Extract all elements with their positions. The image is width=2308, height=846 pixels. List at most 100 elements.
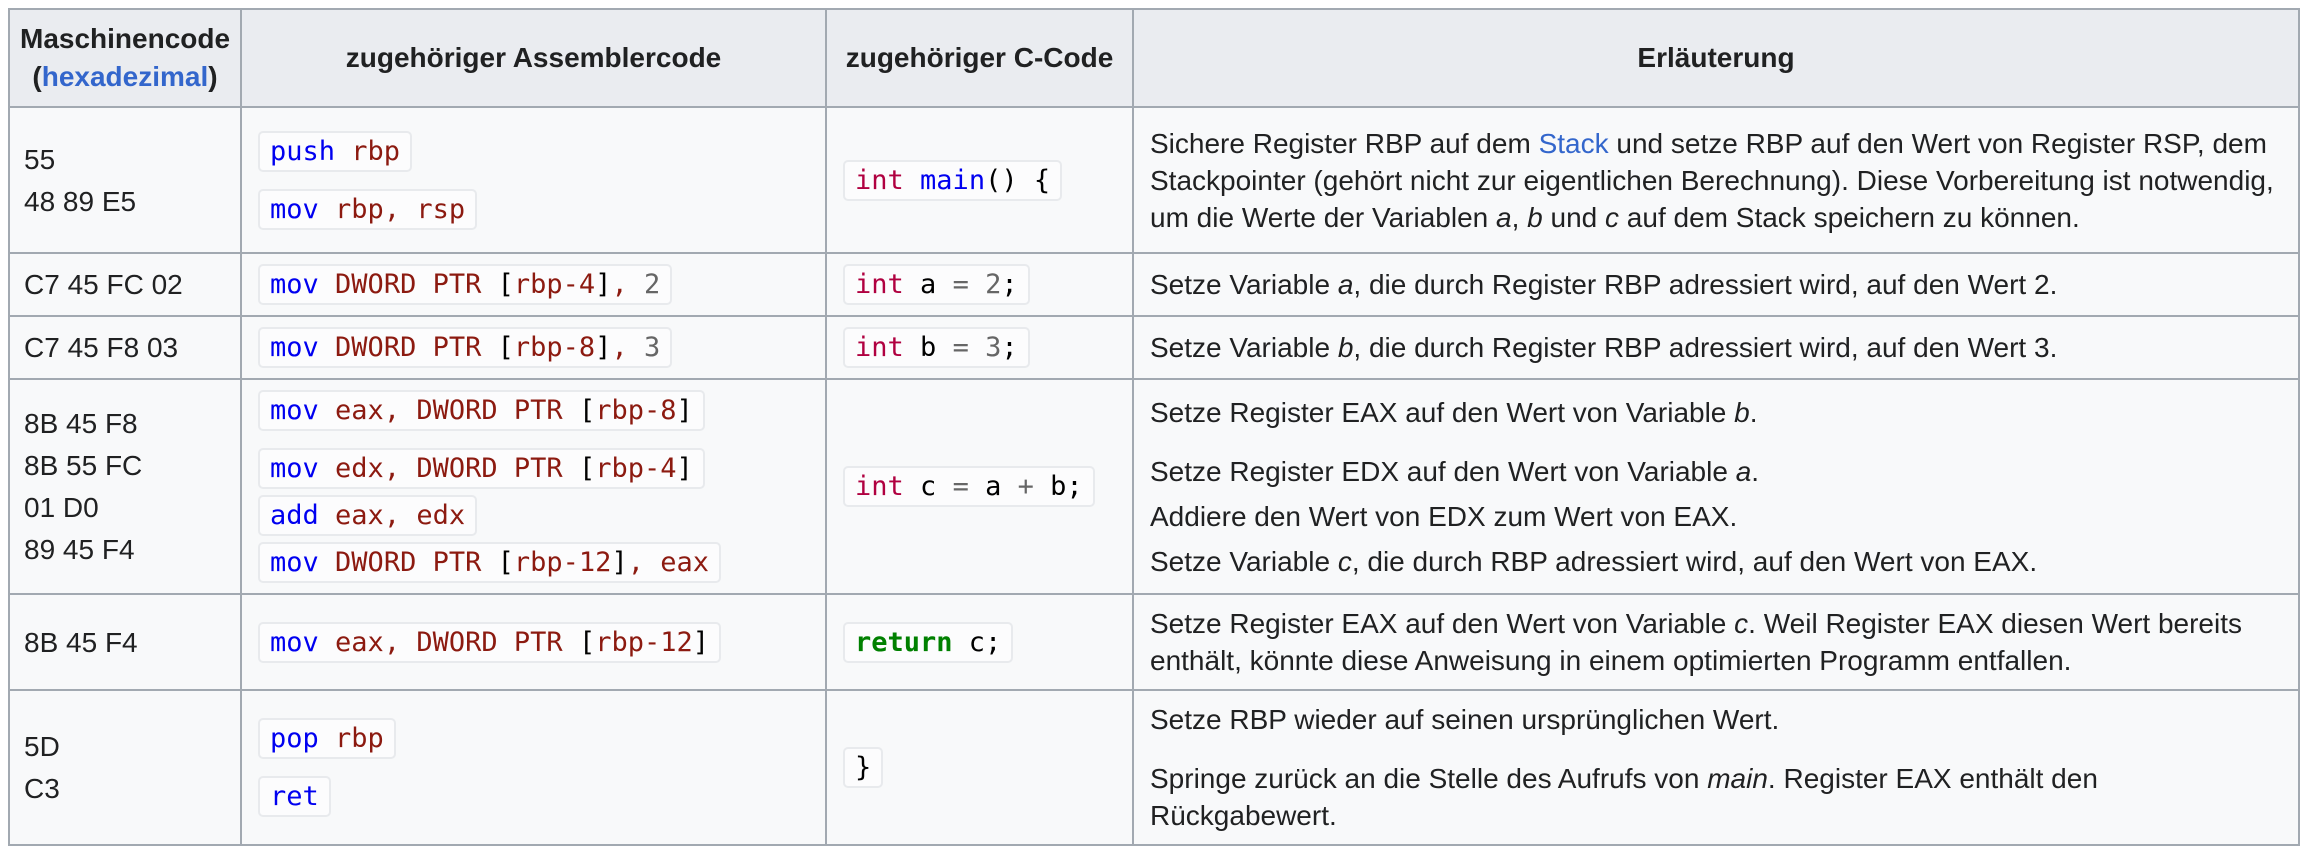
- code-token: ]: [611, 547, 628, 578]
- machine-code-cell: C7 45 F8 03: [8, 315, 242, 380]
- explanation-cell: Setze Variable b, die durch Register RBP…: [1132, 315, 2300, 380]
- code-token: [400, 395, 416, 426]
- explanation-text: Setze RBP wieder auf seinen ursprünglich…: [1150, 704, 1780, 735]
- code-token: [969, 332, 985, 363]
- explanation-paragraph: Springe zurück an die Stelle des Aufrufs…: [1150, 760, 2282, 834]
- explanation-paragraph: Setze Variable b, die durch Register RBP…: [1150, 329, 2282, 366]
- code-token: b: [903, 332, 953, 363]
- code-token: ,: [611, 332, 628, 363]
- c-code: }: [843, 747, 884, 788]
- code-token: [319, 723, 335, 754]
- c-code: return c;: [843, 621, 1014, 663]
- explanation-text: Sichere Register RBP auf dem: [1150, 127, 1539, 159]
- code-token: rbp: [335, 723, 384, 754]
- hexadezimal-link[interactable]: hexadezimal: [41, 61, 209, 92]
- code-token: mov: [270, 453, 319, 484]
- code-token: return: [855, 626, 953, 658]
- explanation-text: und setze RBP auf den Wert von Register …: [1150, 127, 2274, 233]
- code-token: ]: [595, 269, 612, 300]
- c-code: int c = a + b;: [843, 466, 1095, 507]
- code-token: [: [497, 547, 514, 578]
- table-row: C7 45 FC 02 mov DWORD PTR [rbp-4], 2 int a…: [8, 252, 2300, 317]
- code-token: [: [578, 395, 596, 426]
- code-token: () {: [985, 164, 1051, 196]
- variable-name: c: [1734, 608, 1749, 639]
- c-code-cell: int b = 3;: [825, 315, 1134, 380]
- code-token: }: [855, 752, 872, 783]
- asm-line: mov rbp, rsp: [258, 188, 809, 230]
- code-token: ,: [383, 395, 401, 426]
- explanation-text: Setze Variable: [1150, 269, 1338, 300]
- code-token: ;: [1001, 332, 1018, 363]
- code-token: mov: [270, 547, 319, 578]
- machine-code-cell: C7 45 FC 02: [8, 252, 242, 317]
- explanation-text: .: [1751, 455, 1760, 487]
- explanation-text: ,: [1511, 201, 1528, 233]
- code-token: DWORD PTR: [416, 395, 563, 426]
- code-token: b: [1033, 471, 1067, 502]
- explanation-text: , die durch RBP adressiert wird, auf den…: [1351, 545, 2038, 577]
- explanation-text: , die durch Register RBP adressiert wird…: [1353, 332, 2058, 363]
- code-token: 2: [643, 269, 661, 300]
- asm-line: mov eax, DWORD PTR [rbp-8]: [258, 390, 809, 431]
- code-token: add: [270, 500, 319, 531]
- explanation-cell: Setze Register EAX auf den Wert von Vari…: [1132, 593, 2300, 691]
- explanation-cell: Setze Variable a, die durch Register RBP…: [1132, 252, 2300, 317]
- code-token: [400, 194, 416, 225]
- asm-code: pop rbp: [258, 718, 396, 759]
- assembler-cell: pop rbp ret: [240, 689, 827, 846]
- code-token: =: [952, 332, 969, 363]
- code-token: =: [952, 471, 969, 502]
- machine-code-line: 89 45 F4: [24, 534, 135, 565]
- asm-code: mov DWORD PTR [rbp-4], 2: [258, 264, 673, 305]
- asm-code: mov rbp, rsp: [258, 188, 478, 230]
- code-token: mov: [270, 269, 319, 300]
- asm-line: mov DWORD PTR [rbp-8], 3: [258, 327, 809, 368]
- code-token: [904, 165, 920, 196]
- code-token: ;: [1066, 471, 1083, 502]
- code-token: eax: [660, 547, 710, 578]
- code-token: eax: [335, 395, 384, 426]
- code-token: ]: [595, 332, 612, 363]
- machine-code-line: C7 45 FC 02: [24, 269, 183, 300]
- asm-line: ret: [258, 776, 809, 817]
- explanation-cell: Setze RBP wieder auf seinen ursprünglich…: [1132, 689, 2300, 846]
- variable-name: b: [1527, 201, 1543, 233]
- explanation-text: Setze Variable: [1150, 545, 1338, 577]
- code-token: [319, 332, 335, 363]
- assembler-cell: mov DWORD PTR [rbp-4], 2: [240, 252, 827, 317]
- machine-code-line: C3: [24, 773, 60, 804]
- code-token: edx: [335, 453, 384, 484]
- machine-code-line: 8B 45 F4: [24, 626, 138, 658]
- c-code-cell: return c;: [825, 593, 1134, 691]
- c-code: int a = 2;: [843, 264, 1030, 305]
- code-token: [: [497, 269, 514, 300]
- explanation-text: auf dem Stack speichern zu können.: [1619, 201, 2080, 233]
- stack-link[interactable]: Stack: [1538, 127, 1609, 159]
- explanation-text: Setze Register EAX auf den Wert von Vari…: [1150, 396, 1735, 428]
- explanation-paragraph: Setze RBP wieder auf seinen ursprünglich…: [1150, 701, 2282, 738]
- machine-code-line: 8B 55 FC: [24, 450, 143, 481]
- explanation-text: und: [1542, 201, 1606, 233]
- machine-code-line: 8B 45 F8: [24, 408, 138, 439]
- code-token: rbp-8: [513, 332, 596, 363]
- code-token: c: [903, 471, 953, 502]
- code-token: [481, 332, 497, 363]
- code-token: =: [952, 269, 969, 300]
- variable-name: a: [1337, 269, 1354, 300]
- header-explanation: Erläuterung: [1132, 8, 2300, 108]
- explanation-paragraph: Setze Variable a, die durch Register RBP…: [1150, 266, 2282, 303]
- code-token: ,: [627, 547, 644, 578]
- explanation-paragraph: Sichere Register RBP auf dem Stack und s…: [1150, 125, 2282, 236]
- header-assembler-code: zugehöriger Assemblercode: [240, 8, 827, 108]
- explanation-text: Springe zurück an die Stelle des Aufrufs…: [1150, 763, 1708, 794]
- code-token: rbp-4: [595, 453, 677, 484]
- assembler-cell: mov eax, DWORD PTR [rbp-8] mov edx, DWORD…: [240, 378, 827, 595]
- variable-name: main: [1707, 763, 1768, 794]
- code-token: 3: [985, 332, 1002, 363]
- header-machine-code-line1: Maschinencode: [20, 23, 231, 54]
